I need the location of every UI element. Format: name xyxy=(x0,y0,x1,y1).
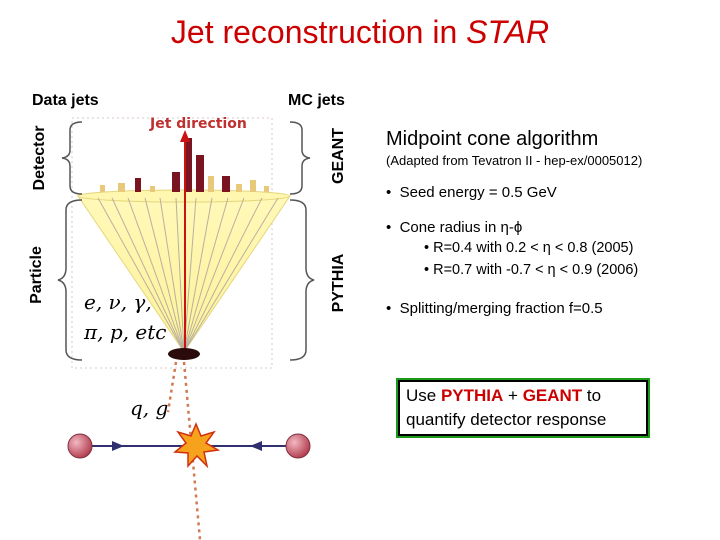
proton-right xyxy=(285,433,311,459)
tower xyxy=(135,178,141,192)
parton-track xyxy=(182,361,202,540)
diagram-frame xyxy=(71,117,273,369)
title-text: Jet reconstruction in xyxy=(170,14,467,50)
cone-sub-2006-text: R=0.7 with -0.7 < η < 0.9 (2006) xyxy=(433,262,639,278)
pythia-brace-right xyxy=(289,199,315,361)
particle-brace-left xyxy=(57,199,83,361)
callout-pythia: PYTHIA xyxy=(440,386,504,405)
bullet-cone: • Cone radius in η-ϕ xyxy=(386,219,523,236)
particles-line2: π, p, etc xyxy=(84,320,167,344)
cone-sub-2005-text: R=0.4 with 0.2 < η < 0.8 (2005) xyxy=(433,240,634,256)
callout-box: Use PYTHIA + GEANT to quantify detector … xyxy=(398,380,648,436)
particles-line1: e, ν, γ, xyxy=(84,290,152,314)
tower xyxy=(196,155,204,192)
bullet-cone-text: Cone radius in η-ϕ xyxy=(399,219,523,236)
tower xyxy=(208,176,214,192)
callout-geant: GEANT xyxy=(522,386,583,405)
collision-burst xyxy=(173,422,221,469)
slide-title: Jet reconstruction in STAR xyxy=(0,14,720,51)
detector-brace-left xyxy=(61,121,83,195)
tower xyxy=(118,183,125,192)
tower xyxy=(100,185,105,192)
tower xyxy=(236,184,242,192)
tower xyxy=(250,180,256,192)
algorithm-heading: Midpoint cone algorithm xyxy=(386,128,599,150)
geant-brace-right xyxy=(289,121,311,195)
tower xyxy=(172,172,180,192)
proton-left xyxy=(67,433,93,459)
bullet-split-text: Splitting/merging fraction f=0.5 xyxy=(399,300,603,317)
jet-direction-label: Jet direction xyxy=(150,116,247,132)
bullet-seed-text: Seed energy = 0.5 GeV xyxy=(399,184,557,201)
beam-arrow-left xyxy=(250,441,262,451)
parton-track-2 xyxy=(166,361,178,413)
cone-sub-2006: • R=0.7 with -0.7 < η < 0.9 (2006) xyxy=(424,262,639,278)
cone-sub-2005: • R=0.4 with 0.2 < η < 0.8 (2005) xyxy=(424,240,634,256)
algorithm-source: (Adapted from Tevatron II - hep-ex/00050… xyxy=(386,153,643,168)
detector-towers xyxy=(100,138,269,192)
bullet-seed: • Seed energy = 0.5 GeV xyxy=(386,184,557,201)
tower xyxy=(222,176,230,192)
title-italic-text: STAR xyxy=(466,14,550,50)
tower xyxy=(150,186,155,192)
data-jets-label: Data jets xyxy=(32,92,99,109)
cone-apex xyxy=(168,348,200,360)
mc-jets-label: MC jets xyxy=(288,92,345,109)
bullet-split: • Splitting/merging fraction f=0.5 xyxy=(386,300,603,317)
tower-leading xyxy=(184,138,192,192)
tower xyxy=(264,186,269,192)
jet-direction-arrowhead xyxy=(180,130,190,142)
partons-label: q, g xyxy=(130,396,169,420)
beam-arrow-right xyxy=(112,441,124,451)
